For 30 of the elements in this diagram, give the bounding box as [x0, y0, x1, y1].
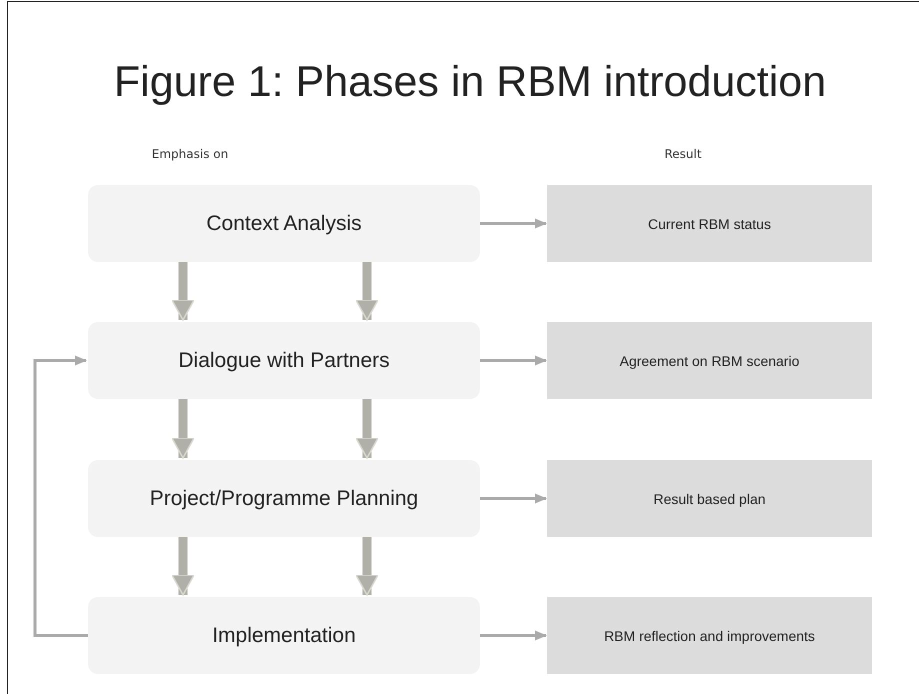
block-arrow [355, 537, 379, 596]
node-label: Result based plan [653, 490, 766, 506]
block-arrow [355, 262, 379, 321]
phase-box [88, 185, 480, 262]
column-heading: Emphasis on [150, 147, 230, 161]
node-label: Agreement on RBM scenario [620, 352, 800, 368]
phase-box [88, 460, 480, 537]
result-box [547, 460, 872, 537]
node-label: Project/Programme Planning [150, 486, 418, 510]
block-arrow [171, 537, 195, 596]
arrow [34, 356, 88, 637]
node-label: Current RBM status [648, 216, 771, 232]
node-label: Context Analysis [206, 212, 362, 236]
result-box [547, 322, 872, 399]
arrow [480, 356, 547, 366]
phase-box [88, 597, 480, 674]
node-label: Dialogue with Partners [178, 348, 390, 372]
phase-box [88, 322, 480, 399]
arrow [480, 218, 547, 228]
arrow [480, 494, 547, 504]
result-box [547, 597, 872, 674]
column-heading: Result [663, 147, 703, 161]
node-label: Implementation [212, 624, 356, 648]
node-label: RBM reflection and improvements [604, 628, 815, 644]
block-arrow [355, 399, 379, 459]
block-arrow [171, 399, 195, 459]
result-box [547, 185, 872, 262]
block-arrow [171, 262, 195, 321]
arrow [480, 630, 547, 640]
title: Figure 1: Phases in RBM introduction [112, 58, 828, 107]
